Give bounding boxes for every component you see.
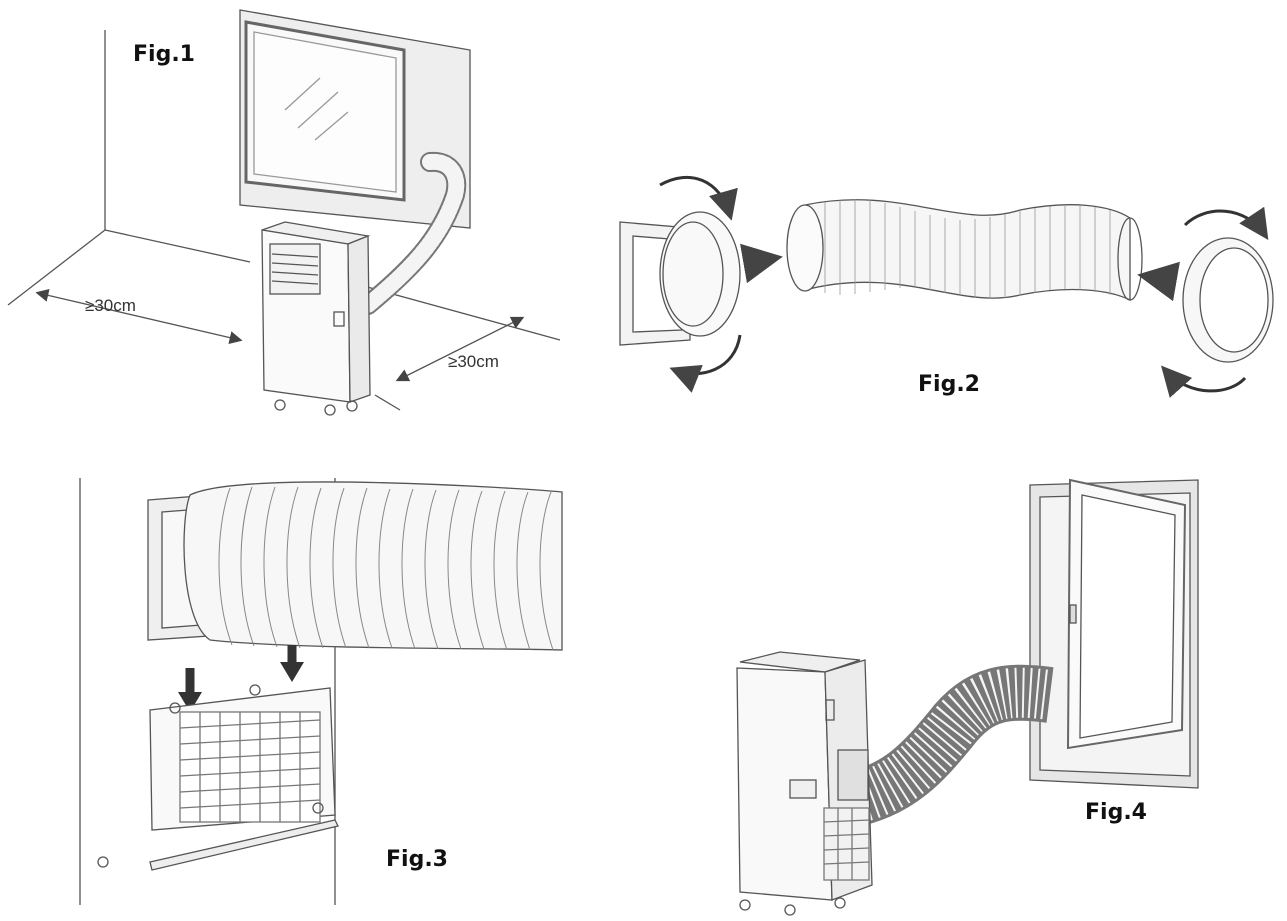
- fig1-left-clearance: ≥30cm: [85, 296, 136, 315]
- fig1-label: Fig.1: [133, 42, 195, 67]
- fig4-scene: [736, 478, 1199, 916]
- fig3-label: Fig.3: [386, 847, 448, 872]
- fig2-label: Fig.2: [918, 372, 980, 397]
- fig4-label: Fig.4: [1085, 800, 1147, 825]
- fig1-scene: [7, 9, 561, 416]
- fig2-scene: [619, 175, 1274, 398]
- fig1-right-clearance: ≥30cm: [448, 352, 499, 371]
- fig3-scene: [79, 478, 563, 905]
